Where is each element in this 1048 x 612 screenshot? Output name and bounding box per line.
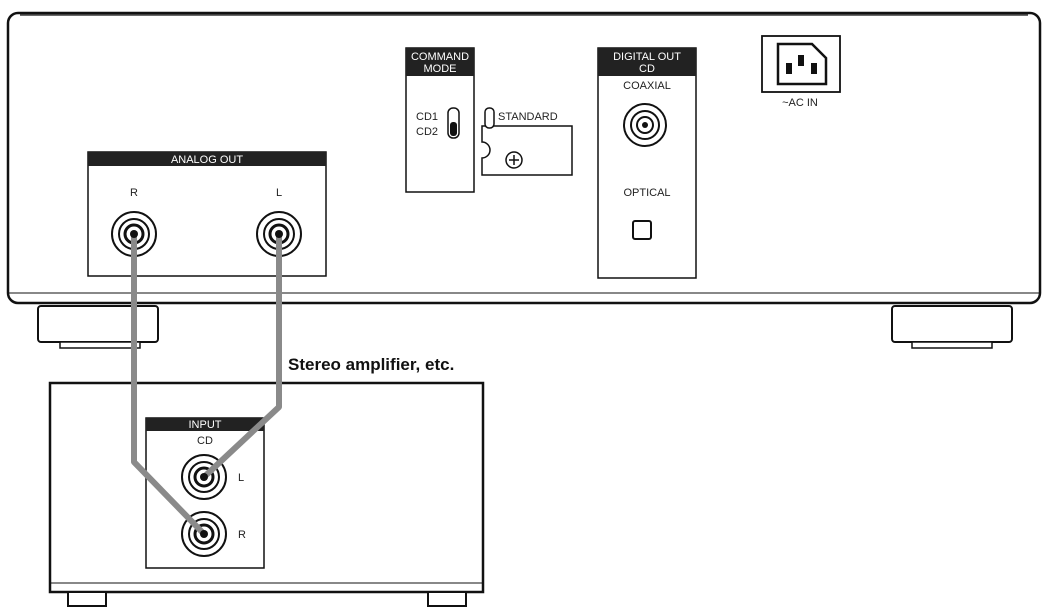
amplifier-caption: Stereo amplifier, etc. <box>288 355 454 374</box>
amplifier-foot-right <box>427 591 467 607</box>
cable-right-channel <box>131 231 207 537</box>
ac-inlet[interactable] <box>761 35 841 93</box>
input-l-label: L <box>238 472 244 484</box>
cd1-label: CD1 <box>416 111 438 123</box>
screw-icon <box>505 151 523 169</box>
standard-label: STANDARD <box>498 111 558 123</box>
audio-cables <box>130 230 283 538</box>
digital-out-header-line2: CD <box>639 63 655 75</box>
input-cd-label: CD <box>197 435 213 447</box>
optical-jack[interactable] <box>632 220 652 240</box>
analog-out-r-label: R <box>130 187 138 199</box>
analog-out-section: ANALOG OUT R L <box>87 151 327 277</box>
digital-out-section: DIGITAL OUT CD COAXIAL OPTICAL <box>597 47 697 279</box>
player-foot-right <box>891 305 1013 349</box>
amplifier-body <box>48 381 485 594</box>
coaxial-label: COAXIAL <box>623 80 671 92</box>
amplifier: Stereo amplifier, etc. INPUT CD L R <box>48 355 485 607</box>
standard-plate: STANDARD <box>481 107 573 176</box>
player-foot-left <box>37 305 159 349</box>
input-r-label: R <box>238 529 246 541</box>
command-mode-header-line1: COMMAND <box>411 51 469 63</box>
command-mode-section: COMMAND MODE CD1 CD2 <box>405 47 475 193</box>
coaxial-jack[interactable] <box>623 103 667 147</box>
optical-label: OPTICAL <box>623 187 670 199</box>
command-mode-switch[interactable] <box>447 107 460 139</box>
analog-out-l-label: L <box>276 187 282 199</box>
command-mode-header-line2: MODE <box>424 63 457 75</box>
input-header: INPUT <box>189 419 222 431</box>
analog-out-header: ANALOG OUT <box>171 154 243 166</box>
cable-left-channel <box>201 231 282 480</box>
digital-out-header-line1: DIGITAL OUT <box>613 51 681 63</box>
standard-switch[interactable] <box>484 107 495 129</box>
amplifier-foot-left <box>67 591 107 607</box>
ac-in-label: ~AC IN <box>782 97 818 109</box>
cd2-label: CD2 <box>416 126 438 138</box>
cd-player-rear-panel: COMMAND MODE CD1 CD2 STANDARD DIGITAL <box>6 11 1042 349</box>
